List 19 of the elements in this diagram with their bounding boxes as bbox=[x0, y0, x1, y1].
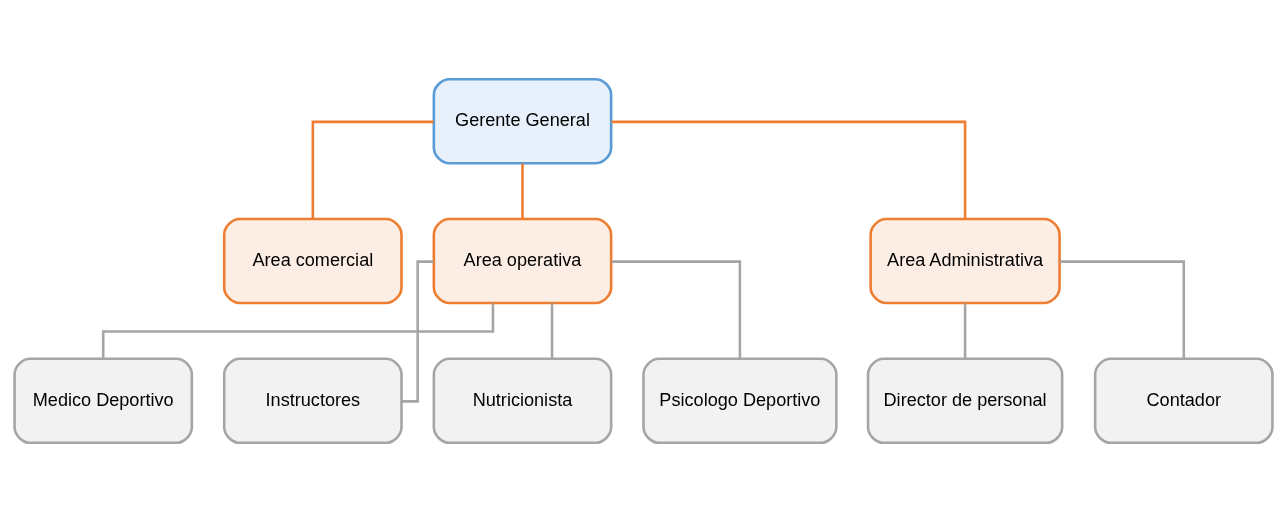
node-box: Gerente General bbox=[432, 77, 613, 165]
connector bbox=[401, 259, 434, 403]
node-box: Nutricionista bbox=[432, 356, 613, 444]
connector bbox=[611, 259, 742, 359]
connector bbox=[611, 120, 967, 219]
connector bbox=[101, 302, 495, 358]
connector bbox=[963, 302, 967, 359]
node-box: Director de personal bbox=[866, 356, 1064, 444]
node-box: Area Administrativa bbox=[869, 217, 1061, 304]
node-box: Medico Deportivo bbox=[13, 356, 194, 444]
node-box: Instructores bbox=[222, 356, 403, 444]
connector bbox=[550, 302, 554, 359]
node-box: Contador bbox=[1093, 356, 1274, 444]
connector bbox=[1059, 259, 1186, 359]
node-box: Area operativa bbox=[432, 217, 613, 304]
node-box: Area comercial bbox=[222, 217, 403, 304]
node-box: Psicologo Deportivo bbox=[642, 356, 838, 444]
connector bbox=[311, 120, 434, 219]
connector bbox=[521, 163, 524, 219]
